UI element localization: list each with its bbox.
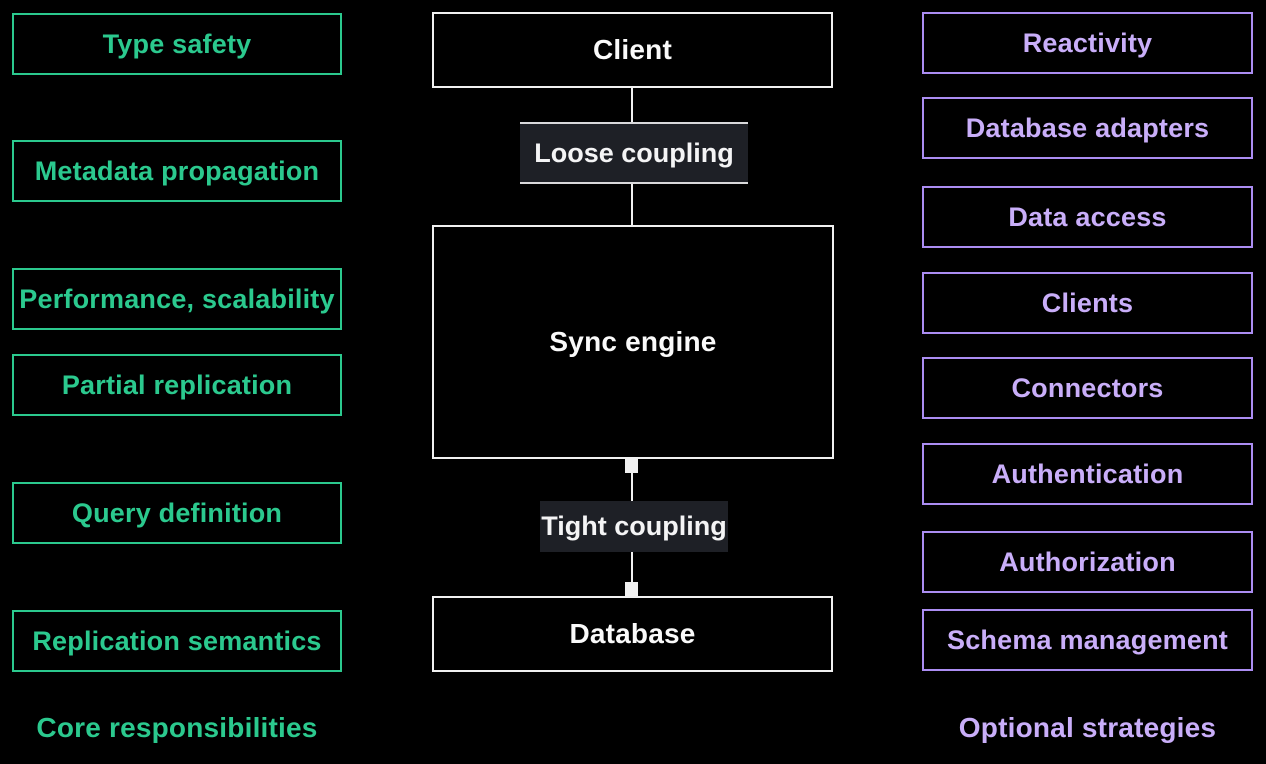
optional-strategy-authentication: Authentication — [922, 443, 1253, 505]
optional-strategy-schema-management: Schema management — [922, 609, 1253, 671]
optional-strategy-reactivity: Reactivity — [922, 12, 1253, 74]
optional-strategy-clients: Clients — [922, 272, 1253, 334]
core-responsibility-metadata-propagation: Metadata propagation — [12, 140, 342, 202]
optional-strategy-data-access: Data access — [922, 186, 1253, 248]
client-node: Client — [432, 12, 833, 88]
core-responsibility-query-definition: Query definition — [12, 482, 342, 544]
optional-strategy-connectors: Connectors — [922, 357, 1253, 419]
optional-strategies-caption: Optional strategies — [958, 712, 1217, 743]
core-responsibility-performance-scalability: Performance, scalability — [12, 268, 342, 330]
core-responsibility-type-safety: Type safety — [12, 13, 342, 75]
connection-handle-sync-engine-bottom — [625, 459, 638, 473]
sync-engine-node: Sync engine — [432, 225, 834, 459]
tight-coupling-label: Tight coupling — [540, 501, 728, 552]
core-responsibility-replication-semantics: Replication semantics — [12, 610, 342, 672]
optional-strategy-database-adapters: Database adapters — [922, 97, 1253, 159]
core-responsibility-partial-replication: Partial replication — [12, 354, 342, 416]
optional-strategy-authorization: Authorization — [922, 531, 1253, 593]
connection-handle-database-top — [625, 582, 638, 596]
loose-coupling-label: Loose coupling — [520, 122, 748, 184]
database-node: Database — [432, 596, 833, 672]
core-responsibilities-caption: Core responsibilities — [36, 712, 318, 743]
